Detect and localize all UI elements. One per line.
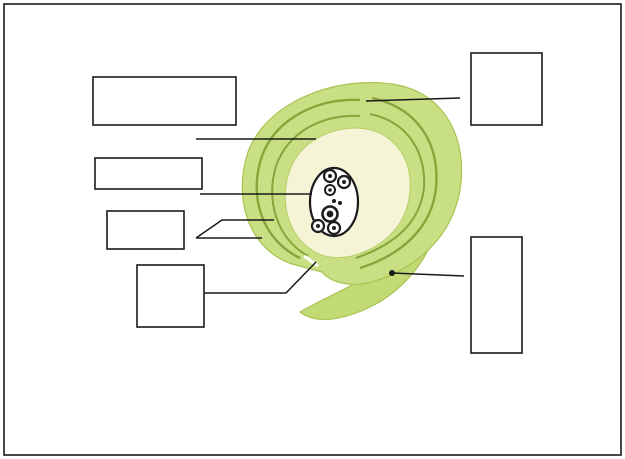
label-box-1[interactable] — [93, 77, 236, 125]
label-box-3[interactable] — [107, 211, 184, 249]
label-box-5[interactable] — [471, 53, 542, 125]
label-box-2[interactable] — [95, 158, 202, 189]
label-box-4[interactable] — [137, 265, 204, 327]
funicle-pointer-dot — [389, 270, 395, 276]
label-box-6[interactable] — [471, 237, 522, 353]
